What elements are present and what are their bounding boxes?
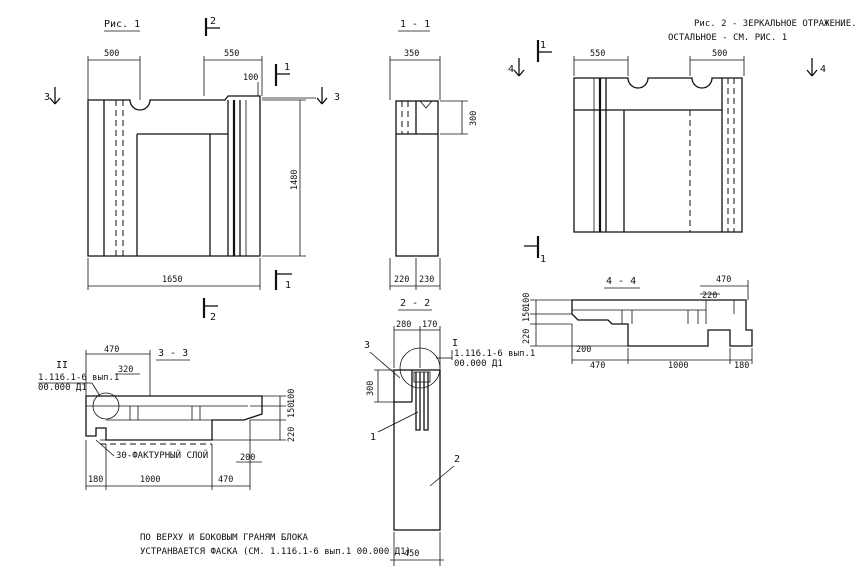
dim-44-150: 150 xyxy=(522,307,532,322)
dim-fig1-1480: 1480 xyxy=(290,170,300,190)
fig1-outline xyxy=(87,95,261,257)
figure-1: Рис. 1 2 500 550 100 xyxy=(44,16,340,323)
detail-2-label: II xyxy=(56,360,68,371)
dim-11-300: 300 xyxy=(469,111,479,126)
fig2-note: ОСТАЛЬНОЕ - СМ. РИС. 1 xyxy=(668,33,787,43)
dim-11-230: 230 xyxy=(419,275,434,285)
section-2-2-title: 2 - 2 xyxy=(400,298,430,309)
fig2-outline xyxy=(573,77,743,233)
dim-33-180: 180 xyxy=(88,475,103,485)
fig2-cut-4-right: 4 xyxy=(820,64,826,75)
cut-mark-2-bottom: 2 xyxy=(210,312,216,323)
dim-fig2-500: 500 xyxy=(712,49,727,59)
detail-1-ref-b: 00.000 Д1 xyxy=(454,359,503,369)
section-2-2-body xyxy=(393,369,441,531)
dim-44-1000: 1000 xyxy=(668,361,688,371)
dim-fig2-550: 550 xyxy=(590,49,605,59)
dim-fig1-1650: 1650 xyxy=(162,275,182,285)
cut-mark-2-top: 2 xyxy=(210,16,216,27)
section-1-1: 1 - 1 350 300 220 230 xyxy=(389,19,479,290)
dim-33-1000: 1000 xyxy=(140,475,160,485)
fig2-title: Рис. 2 - ЗЕРКАЛЬНОЕ ОТРАЖЕНИЕ. xyxy=(694,19,857,29)
figure-2: Рис. 2 - ЗЕРКАЛЬНОЕ ОТРАЖЕНИЕ. ОСТАЛЬНОЕ… xyxy=(508,19,857,265)
dim-11-220: 220 xyxy=(394,275,409,285)
dim-44-220b: 220 xyxy=(522,329,532,344)
section-4-4-title: 4 - 4 xyxy=(606,276,636,287)
footer-line-1: ПО ВЕРХУ И БОКОВЫМ ГРАНЯМ БЛОКА xyxy=(140,533,309,543)
dim-33-470: 470 xyxy=(104,345,119,355)
dim-11-350: 350 xyxy=(404,49,419,59)
dim-33-320: 320 xyxy=(118,365,133,375)
detail-1-ref: 1.116.1-6 вып.1 xyxy=(454,349,535,359)
dim-33-220: 220 xyxy=(287,427,297,442)
section-1-1-body xyxy=(395,100,439,257)
section-2-2: 2 - 2 280 170 I 1.116.1-6 вып.1 00.000 Д… xyxy=(364,298,535,566)
dim-44-470b: 470 xyxy=(590,361,605,371)
section-4-4-body xyxy=(571,299,753,347)
dim-22-300: 300 xyxy=(366,381,376,396)
footer-note: ПО ВЕРХУ И БОКОВЫМ ГРАНЯМ БЛОКА УСТРАНВА… xyxy=(140,533,411,557)
dim-44-220: 220 xyxy=(702,291,717,301)
dim-33-470b: 470 xyxy=(218,475,233,485)
cut-mark-3-left: 3 xyxy=(44,92,50,103)
dim-44-180: 180 xyxy=(734,361,749,371)
dim-44-100: 100 xyxy=(522,293,532,308)
fig2-cut-4-left: 4 xyxy=(508,64,514,75)
section-3-3: 3 - 3 II 1.116.1-6 вып.1 00.000 Д1 470 3… xyxy=(38,345,297,490)
section-3-3-body xyxy=(85,395,263,441)
detail-2-ref: 1.116.1-6 вып.1 xyxy=(38,373,119,383)
fig2-cut-1-top: 1 xyxy=(540,40,546,51)
dim-fig1-100: 100 xyxy=(243,73,258,83)
detail-circle-2 xyxy=(92,392,120,420)
fig1-title: Рис. 1 xyxy=(104,19,140,30)
section-4-4: 4 - 4 470 220 150 100 220 200 470 1000 xyxy=(522,275,753,371)
dim-22-170: 170 xyxy=(422,320,437,330)
cut-mark-1-bottom: 1 xyxy=(285,280,291,291)
section-1-1-title: 1 - 1 xyxy=(400,19,430,30)
dim-fig1-550: 550 xyxy=(224,49,239,59)
cut-mark-1-top: 1 xyxy=(284,62,290,73)
dim-33-100: 100 xyxy=(287,389,297,404)
position-2-label: 2 xyxy=(454,454,460,465)
dim-33-150: 150 xyxy=(287,403,297,418)
fig2-cut-1-bottom: 1 xyxy=(540,254,546,265)
dim-22-450: 450 xyxy=(404,549,419,559)
detail-circle-1 xyxy=(399,347,441,389)
dim-fig1-500: 500 xyxy=(104,49,119,59)
detail-2-ref-b: 00.000 Д1 xyxy=(38,383,87,393)
detail-1-label: I xyxy=(452,338,458,349)
cut-mark-3-right: 3 xyxy=(334,92,340,103)
dim-22-280: 280 xyxy=(396,320,411,330)
dim-44-200: 200 xyxy=(576,345,591,355)
section-3-3-title: 3 - 3 xyxy=(158,348,188,359)
dim-44-470: 470 xyxy=(716,275,731,285)
position-1-label: 1 xyxy=(370,432,376,443)
position-3-label: 3 xyxy=(364,340,370,351)
footer-line-2: УСТРАНВАЕТСЯ ФАСКА (СМ. 1.116.1-6 вып.1 … xyxy=(140,547,411,557)
facing-layer-label: 30-ФАКТУРНЫЙ СЛОЙ xyxy=(116,449,208,461)
dim-33-200: 200 xyxy=(240,453,255,463)
